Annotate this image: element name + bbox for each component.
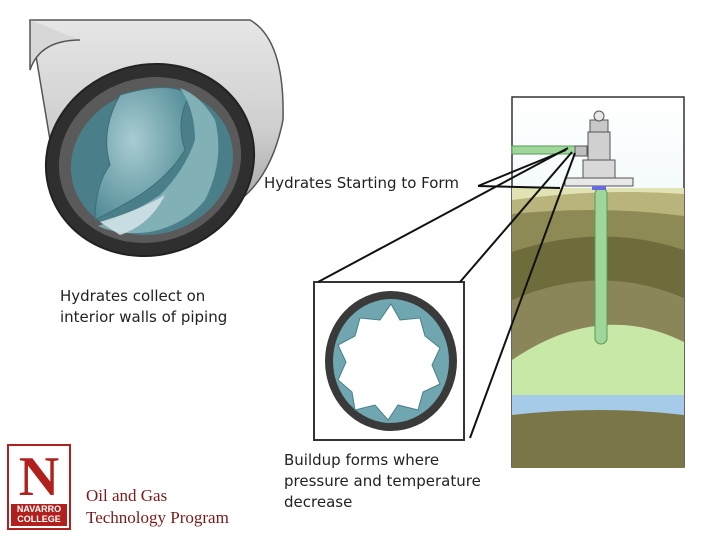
connector-lines	[317, 147, 576, 439]
hydrates-collect-label: Hydrates collect on interior walls of pi…	[60, 287, 228, 326]
logo-letter: N	[18, 446, 60, 508]
buildup-forms-label: Buildup forms where pressure and tempera…	[284, 451, 481, 511]
pipe-illustration	[29, 19, 284, 257]
well-cross-section	[511, 96, 685, 468]
program-line2: Technology Program	[86, 508, 229, 527]
logo-line2: COLLEGE	[17, 514, 61, 524]
hydrates-starting-label: Hydrates Starting to Form	[264, 174, 459, 192]
hydrate-cross-section	[313, 281, 465, 441]
navarro-college-logo: N NAVARRO COLLEGE	[7, 444, 71, 530]
program-line1: Oil and Gas	[86, 486, 168, 505]
logo-line1: NAVARRO	[16, 504, 62, 514]
